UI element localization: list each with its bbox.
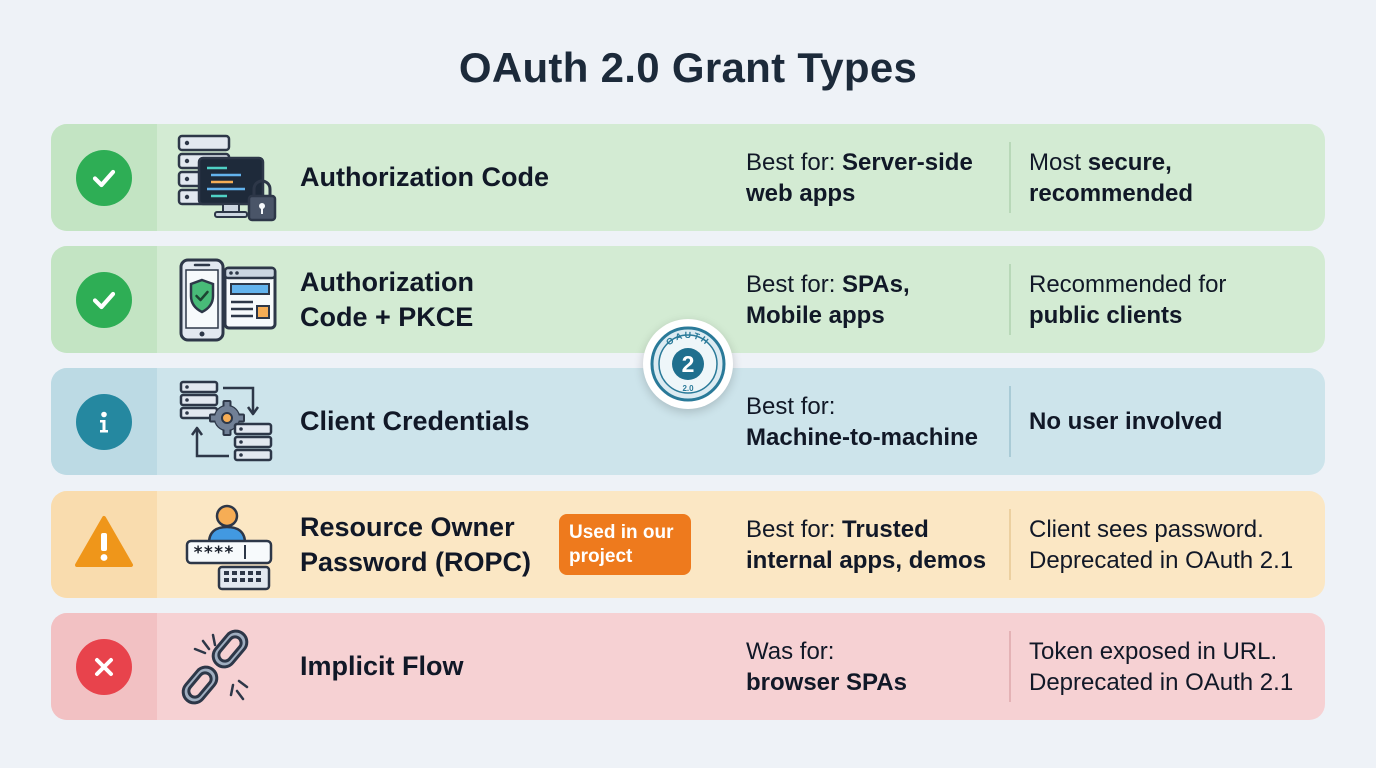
grant-row-client-credentials: Client Credentials Best for: Machine-to-… xyxy=(51,368,1325,475)
divider xyxy=(1009,386,1011,457)
best-for: Best for: SPAs, Mobile apps xyxy=(746,270,910,329)
close-icon xyxy=(76,638,132,695)
security-note: Most secure, recommended xyxy=(1029,148,1194,207)
oauth-logo: OAUTH 2 2.0 xyxy=(643,319,733,409)
best-for: Was for: browser SPAs xyxy=(746,637,907,696)
check-icon xyxy=(76,149,132,206)
security-note: Token exposed in URL. Deprecated in OAut… xyxy=(1029,637,1294,696)
svg-text:****: **** xyxy=(193,543,234,563)
grant-row-authorization-code: Authorization Code Best for: Server-side… xyxy=(51,124,1325,231)
divider xyxy=(1009,631,1011,702)
status-cell xyxy=(51,368,157,475)
info-icon xyxy=(76,393,132,450)
divider xyxy=(1009,142,1011,213)
divider xyxy=(1009,509,1011,580)
grant-name: Authorization Code xyxy=(300,162,549,192)
grant-name: Implicit Flow xyxy=(300,651,464,681)
server-desktop-lock-icon xyxy=(175,130,279,225)
security-note: No user involved xyxy=(1029,408,1223,435)
server-gear-exchange-icon xyxy=(175,374,279,469)
warning-icon xyxy=(74,515,134,574)
user-password-keyboard-icon: **** xyxy=(175,497,279,592)
security-note: Recommended for public clients xyxy=(1029,270,1227,329)
used-in-project-badge: Used in our project xyxy=(559,514,691,575)
grant-row-resource-owner-password: **** Resource Owner Password (ROPC) Used… xyxy=(51,491,1325,598)
grant-name: Resource Owner Password (ROPC) xyxy=(300,511,532,577)
best-for: Best for: Machine-to-machine xyxy=(746,392,979,451)
grant-name: Client Credentials xyxy=(300,406,530,436)
status-cell xyxy=(51,246,157,353)
page-title: OAuth 2.0 Grant Types xyxy=(458,44,918,91)
oauth-logo-version: 2.0 xyxy=(682,384,694,393)
mobile-browser-shield-icon xyxy=(175,252,279,347)
security-note: Client sees password. Deprecated in OAut… xyxy=(1029,515,1294,574)
divider xyxy=(1009,264,1011,335)
status-cell xyxy=(51,491,157,598)
check-icon xyxy=(76,271,132,328)
best-for: Best for: Trusted internal apps, demos xyxy=(746,515,987,574)
oauth-logo-number: 2 xyxy=(682,351,695,377)
grant-row-implicit-flow: Implicit Flow Was for: browser SPAs Toke… xyxy=(51,613,1325,720)
status-cell xyxy=(51,124,157,231)
grant-name: Authorization Code + PKCE xyxy=(300,266,474,332)
best-for: Best for: Server-side web apps xyxy=(746,148,973,207)
status-cell xyxy=(51,613,157,720)
broken-link-icon xyxy=(175,619,279,714)
